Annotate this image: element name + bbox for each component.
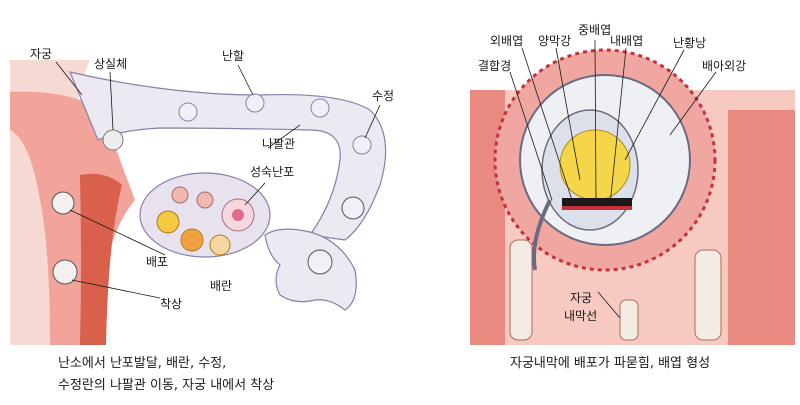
endometrial-gland	[619, 299, 639, 341]
ovulation-fertilization-diagram: 자궁 상실체 난할 수정 나팔관 성숙난포 배포 배란 착상	[10, 0, 405, 345]
egg-morula	[102, 129, 124, 151]
label-cleavage: 난할	[222, 49, 244, 63]
egg-released	[307, 249, 333, 275]
egg-cleavage-1	[178, 102, 198, 122]
germ-layer-band	[562, 198, 632, 206]
endometrium-right-wall	[728, 110, 795, 345]
label-fertilization: 수정	[372, 89, 394, 103]
left-caption-line-1: 난소에서 난포발달, 배란, 수정,	[58, 356, 227, 371]
label-blastocyst: 배포	[146, 255, 168, 269]
label-mesoderm: 중배엽	[578, 23, 611, 37]
egg-cleavage-2	[245, 93, 265, 113]
endometrial-gland	[509, 239, 533, 341]
label-chorionic-cavity: 배아외강	[702, 59, 746, 73]
label-amniotic-cavity: 양막강	[538, 34, 571, 48]
label-endoderm: 내배엽	[610, 34, 643, 48]
implanting-embryo	[52, 259, 78, 285]
germ-layer-band-red	[562, 206, 632, 210]
uterine-muscle	[80, 173, 122, 345]
right-illustration: 외배엽 양막강 중배엽 내배엽 난황낭 결합경 배아외강 자궁 내막선	[470, 23, 795, 345]
left-caption: 난소에서 난포발달, 배란, 수정, 수정란의 나팔관 이동, 자궁 내에서 착…	[58, 353, 274, 397]
egg-fertilized	[352, 135, 372, 155]
embryo-implantation-diagram: 외배엽 양막강 중배엽 내배엽 난황낭 결합경 배아외강 자궁 내막선	[470, 0, 795, 345]
left-illustration: 자궁 상실체 난할 수정 나팔관 성숙난포 배포 배란 착상	[10, 47, 394, 345]
follicle	[180, 228, 204, 252]
yolk-sac	[559, 129, 631, 201]
label-ovulation: 배란	[210, 279, 232, 293]
label-mature-follicle: 성숙난포	[250, 165, 294, 179]
blastocyst-shape	[51, 191, 75, 215]
follicle	[209, 234, 231, 256]
label-connecting-stalk: 결합경	[478, 59, 511, 73]
follicle	[171, 186, 189, 204]
label-yolk-sac: 난황낭	[673, 36, 706, 50]
egg-ovulated	[341, 196, 365, 220]
label-ectoderm: 외배엽	[490, 34, 523, 48]
label-endometrial-gland-1: 자궁	[570, 291, 592, 305]
follicle	[196, 191, 214, 209]
fallopian-tube	[69, 71, 387, 241]
label-fallopian-tube: 나팔관	[262, 137, 295, 151]
follicle	[156, 210, 180, 234]
connecting-stalk	[532, 199, 552, 271]
endometrial-gland	[694, 249, 722, 341]
label-implantation: 착상	[160, 297, 182, 311]
egg-cleavage-3	[310, 98, 330, 118]
left-caption-line-2: 수정란의 나팔관 이동, 자궁 내에서 착상	[58, 378, 275, 393]
right-caption: 자궁내막에 배포가 파묻힘, 배엽 형성	[510, 353, 710, 375]
right-caption-line: 자궁내막에 배포가 파묻힘, 배엽 형성	[510, 356, 711, 371]
label-uterus: 자궁	[30, 47, 52, 61]
label-corpus-luteum: 상실체	[94, 57, 127, 71]
label-endometrial-gland-2: 내막선	[564, 309, 597, 323]
egg-in-follicle	[232, 209, 244, 221]
